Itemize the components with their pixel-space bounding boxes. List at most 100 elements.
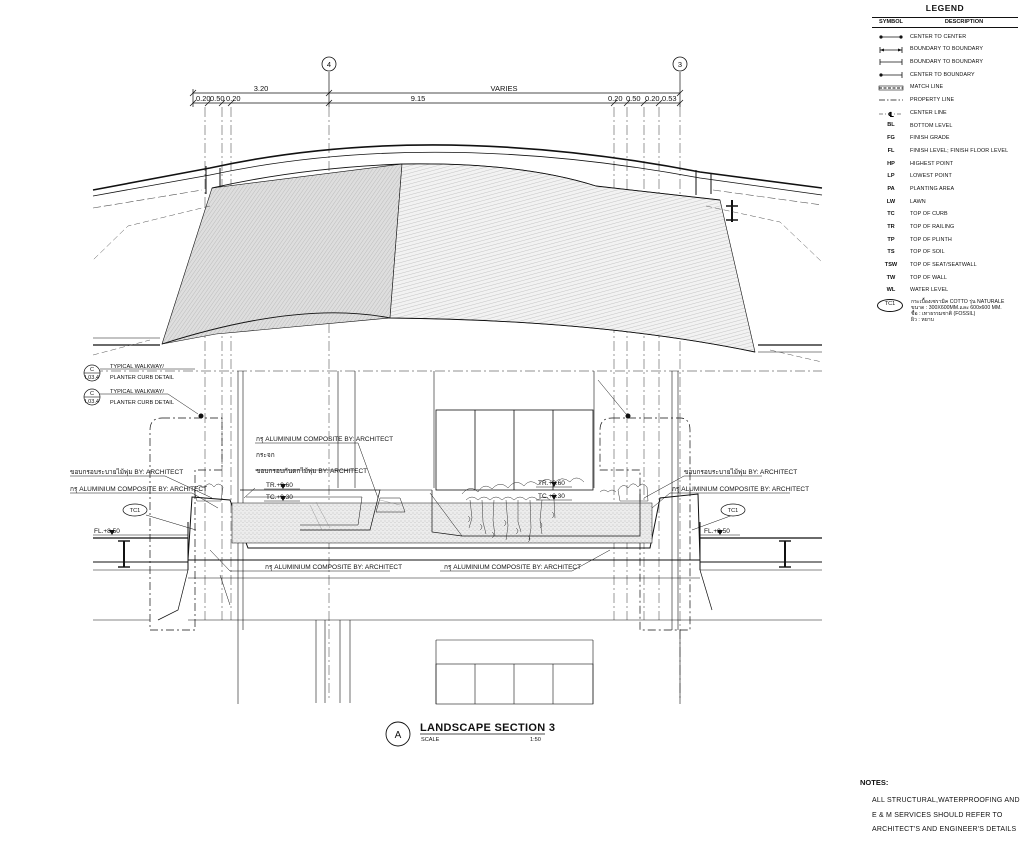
grid-bubble-4-label: 4 bbox=[327, 60, 331, 69]
note-alu-bottom-left: กรุ ALUMINIUM COMPOSITE BY: ARCHITECT bbox=[265, 564, 402, 571]
legend-desc: TOP OF SOIL bbox=[910, 249, 945, 256]
legend-desc: CENTER TO CENTER bbox=[910, 33, 967, 40]
legend-desc: TOP OF CURB bbox=[910, 211, 948, 218]
legend-desc: BOUNDARY TO BOUNDARY bbox=[910, 59, 984, 66]
slab-lower bbox=[93, 577, 822, 621]
dim-right-4: 0.53 bbox=[662, 94, 677, 103]
level-markers bbox=[109, 482, 723, 535]
legend-abbr: HP bbox=[887, 160, 895, 167]
floor-slab-left bbox=[93, 522, 231, 621]
callout-dot-left bbox=[198, 413, 204, 419]
legend-desc: CENTER LINE bbox=[910, 109, 947, 116]
property-line-icon bbox=[879, 99, 903, 101]
section-ref-2-label2: PLANTER CURB DETAIL bbox=[110, 400, 174, 406]
note-glass: กระจก bbox=[256, 452, 275, 459]
legend-row: FL FINISH LEVEL; FINISH FLOOR LEVEL bbox=[872, 145, 1018, 158]
section-ref-2: C L03.4 TYPICAL WALKWAY/ PLANTER CURB DE… bbox=[83, 388, 174, 406]
legend: LEGEND SYMBOL DESCRIPTION CENTER TO CENT… bbox=[872, 4, 1018, 324]
legend-desc: FINISH LEVEL; FINISH FLOOR LEVEL bbox=[910, 147, 1009, 154]
callout-dot-right bbox=[625, 413, 631, 419]
title-block: A LANDSCAPE SECTION 3 SCALE 1:50 bbox=[385, 721, 555, 747]
section-ref-1-label1: TYPICAL WALKWAY/ bbox=[110, 364, 164, 370]
legend-desc: HIGHEST POINT bbox=[910, 160, 954, 167]
legend-abbr: TP bbox=[887, 236, 895, 243]
dimension-lines bbox=[189, 72, 684, 107]
note-alu-right: กรุ ALUMINIUM COMPOSITE BY: ARCHITECT bbox=[672, 486, 809, 493]
legend-row: TP TOP OF PLINTH bbox=[872, 234, 1018, 247]
note-tc-right: TC.+9.30 bbox=[538, 493, 565, 500]
note-planter-frame-center: ขอบกรอบกันตกไม้พุ่ม BY: ARCHITECT bbox=[256, 467, 367, 475]
section-ref-leaders bbox=[167, 379, 627, 415]
floor-slab-right bbox=[699, 522, 822, 611]
legend-abbr: TSW bbox=[884, 262, 898, 269]
legend-tc1-line1: กระเบื้องเซรามิค COTTO รุ่น NATURALE bbox=[911, 298, 1005, 305]
legend-desc: MATCH LINE bbox=[910, 84, 944, 91]
note-tc-left: TC.+9.30 bbox=[266, 494, 293, 501]
tc1-tag-right-label: TC1 bbox=[728, 508, 739, 514]
legend-abbr: FG bbox=[887, 135, 895, 142]
dim-left-1: 0.20 bbox=[196, 94, 211, 103]
legend-row: ℄ CENTER LINE bbox=[872, 107, 1018, 120]
legend-desc: LAWN bbox=[910, 198, 926, 205]
legend-desc: WATER LEVEL bbox=[910, 287, 949, 294]
note-alu-center-top: กรุ ALUMINIUM COMPOSITE BY: ARCHITECT bbox=[256, 436, 393, 443]
legend-row: BOUNDARY TO BOUNDARY bbox=[872, 56, 1018, 69]
notes-line: E & M SERVICES SHOULD REFER TO bbox=[872, 811, 1003, 819]
section-ref-1: C L03.4 TYPICAL WALKWAY/ PLANTER CURB DE… bbox=[83, 364, 195, 382]
notes-line: ARCHITECT'S AND ENGINEER'S DETAILS bbox=[872, 826, 1017, 833]
dim-varies: VARIES bbox=[491, 84, 518, 93]
legend-abbr: TR bbox=[887, 223, 895, 230]
note-fl-left: FL.+8.50 bbox=[94, 528, 120, 535]
title-scale-value: 1:50 bbox=[530, 737, 541, 743]
legend-header-symbol: SYMBOL bbox=[879, 18, 903, 25]
legend-row: LP LOWEST POINT bbox=[872, 171, 1018, 184]
boundary-to-boundary-icon bbox=[879, 46, 903, 53]
legend-header-description: DESCRIPTION bbox=[944, 18, 984, 25]
legend-desc: BOUNDARY TO BOUNDARY bbox=[910, 46, 984, 53]
legend-desc: CENTER TO BOUNDARY bbox=[910, 71, 975, 78]
tc1-tag-right: TC1 bbox=[720, 503, 746, 517]
note-alu-left: กรุ ALUMINIUM COMPOSITE BY: ARCHITECT bbox=[70, 486, 207, 493]
tc1-tag-left: TC1 bbox=[122, 503, 148, 517]
dim-3-20: 3.20 bbox=[254, 84, 269, 93]
legend-title: LEGEND bbox=[925, 3, 965, 13]
shrub-planting bbox=[193, 477, 649, 543]
legend-abbr: TS bbox=[887, 249, 895, 256]
boundary-to-boundary-plain-icon bbox=[879, 59, 903, 66]
note-tr-right: TR.+9.60 bbox=[538, 480, 565, 487]
legend-header: SYMBOL DESCRIPTION bbox=[872, 16, 1018, 29]
legend-tc1-description: กระเบื้องเซรามิค COTTO รุ่น NATURALE ขนา… bbox=[911, 299, 1004, 324]
roof-canopy bbox=[92, 144, 823, 363]
legend-abbr: BL bbox=[887, 122, 895, 129]
title-text: LANDSCAPE SECTION 3 bbox=[420, 722, 555, 734]
tc1-tag-left-label: TC1 bbox=[130, 508, 141, 514]
dim-9-15: 9.15 bbox=[411, 94, 426, 103]
legend-desc: PROPERTY LINE bbox=[910, 97, 955, 104]
grid-bubble-3-label: 3 bbox=[678, 60, 682, 69]
legend-desc: TOP OF PLINTH bbox=[910, 236, 952, 243]
section-ref-2-bottom: L03.4 bbox=[85, 399, 99, 405]
legend-row: PROPERTY LINE bbox=[872, 95, 1018, 108]
note-alu-bottom-right: กรุ ALUMINIUM COMPOSITE BY: ARCHITECT bbox=[444, 564, 581, 571]
legend-desc: LOWEST POINT bbox=[910, 173, 952, 180]
title-marker: A bbox=[395, 730, 402, 741]
planter-box bbox=[187, 489, 701, 561]
note-tr-left: TR.+9.60 bbox=[266, 482, 293, 489]
legend-tc1-badge: TC1 bbox=[877, 298, 903, 312]
dim-right-3: 0.20 bbox=[645, 94, 660, 103]
note-planter-frame-left: ขอบกรอบระบายไม้พุ่ม BY: ARCHITECT bbox=[70, 468, 183, 476]
legend-row: CENTER TO BOUNDARY bbox=[872, 69, 1018, 82]
legend-abbr: LP bbox=[887, 173, 895, 180]
legend-row: HP HIGHEST POINT bbox=[872, 158, 1018, 171]
legend-abbr: FL bbox=[887, 147, 895, 154]
legend-desc: FINISH GRADE bbox=[910, 135, 950, 142]
annotation-leaders bbox=[70, 442, 790, 572]
grid-bubble-3: 3 bbox=[672, 56, 688, 72]
legend-abbr: WL bbox=[886, 287, 896, 294]
dim-left-2: 0.50 bbox=[210, 94, 225, 103]
center-to-boundary-icon bbox=[879, 71, 903, 78]
